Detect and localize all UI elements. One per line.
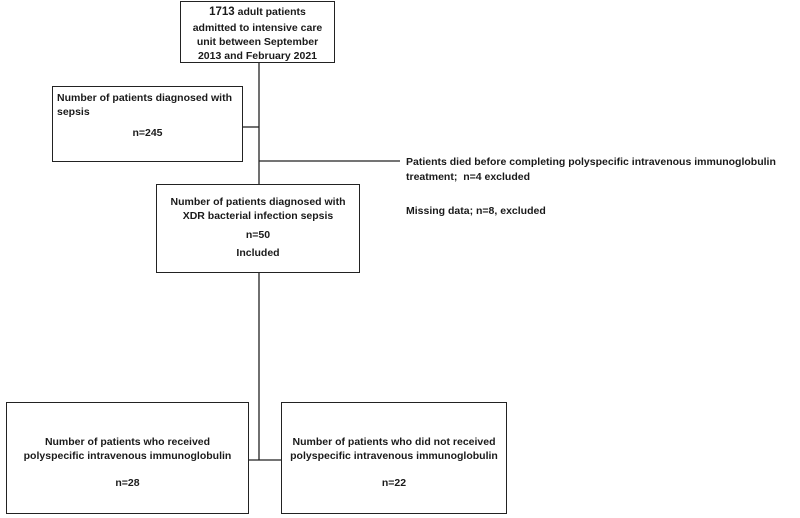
box-received-ivig: Number of patients who received polyspec… — [6, 402, 249, 514]
not-received-count: n=22 — [381, 477, 407, 490]
received-line2: polyspecific intravenous immunoglobulin — [23, 450, 232, 463]
not-received-line1: Number of patients who did not received — [292, 436, 496, 448]
box-xdr-sepsis: Number of patients diagnosed with XDR ba… — [156, 184, 360, 273]
sepsis-count: n=245 — [132, 127, 163, 139]
admitted-line3: unit between September — [196, 35, 319, 48]
box-admitted-patients: 1713 adult patients admitted to intensiv… — [180, 1, 335, 63]
box-not-received-ivig: Number of patients who did not received … — [281, 402, 507, 514]
admitted-line2: admitted to intensive care — [192, 21, 323, 34]
xdr-count: n=50 — [245, 229, 271, 242]
excluded-died-count: n=4 excluded — [463, 171, 531, 183]
excluded-died-prefix: treatment; — [406, 171, 464, 183]
excluded-missing: Missing data; n=8, excluded — [406, 204, 546, 218]
excluded-died-line2: treatment; n=4 excluded — [406, 170, 530, 184]
xdr-line1: Number of patients diagnosed with — [170, 196, 346, 208]
sepsis-line2: sepsis — [57, 106, 90, 118]
not-received-line2: polyspecific intravenous immunoglobulin — [290, 450, 498, 463]
excluded-missing-count: n=8, excluded — [476, 205, 546, 217]
not-received-text: Number of patients who did not received … — [282, 435, 506, 491]
xdr-included: Included — [236, 246, 280, 259]
admitted-count: 1713 — [209, 6, 235, 18]
admitted-line1: 1713 adult patients — [181, 5, 334, 21]
admitted-line1-text: adult patients — [234, 6, 306, 18]
box-sepsis: Number of patients diagnosed with sepsis… — [52, 86, 243, 162]
xdr-line2: XDR bacterial infection sepsis — [182, 210, 334, 223]
admitted-line4: 2013 and February 2021 — [197, 49, 318, 62]
received-count: n=28 — [115, 477, 140, 490]
excluded-died-line1: Patients died before completing polyspec… — [406, 156, 776, 168]
excluded-missing-prefix: Missing data; — [406, 205, 477, 217]
sepsis-line1: Number of patients diagnosed with — [57, 92, 233, 104]
received-line1: Number of patients who received — [44, 436, 211, 448]
received-text: Number of patients who received polyspec… — [7, 435, 248, 491]
